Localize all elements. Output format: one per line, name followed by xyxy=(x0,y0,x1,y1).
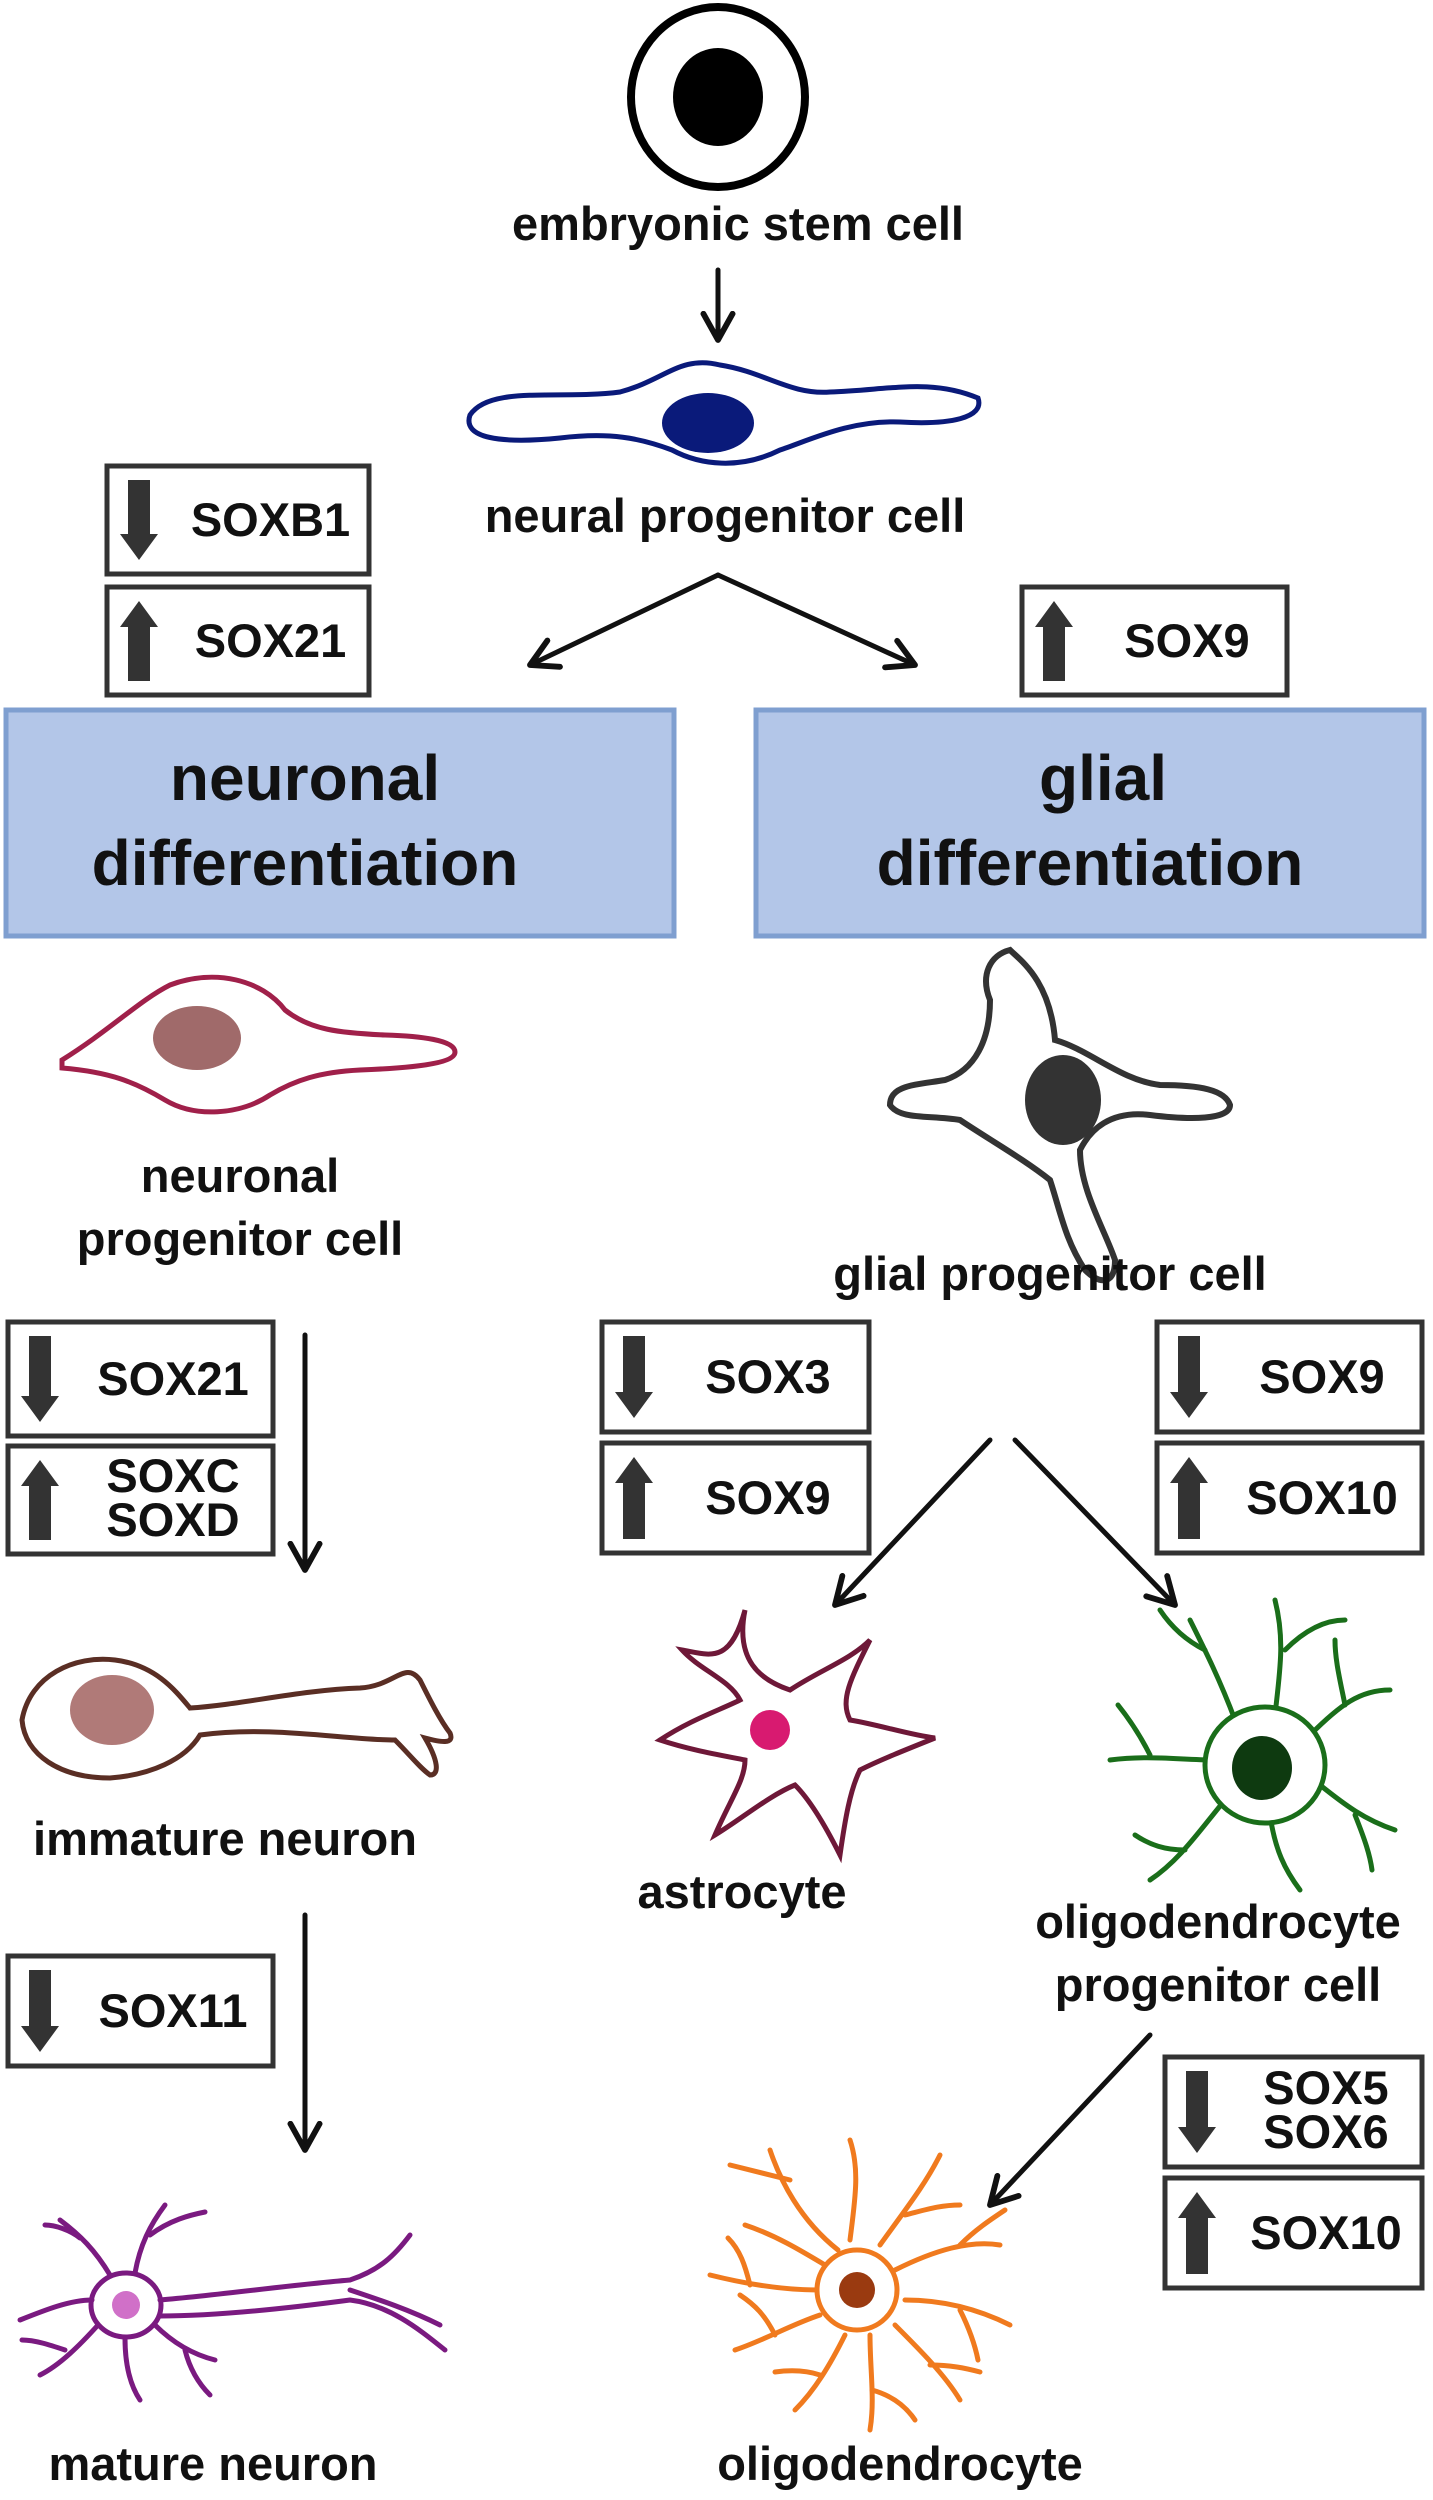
regulator-box-frame xyxy=(599,1440,872,1556)
regulator-box-frame xyxy=(5,1319,276,1439)
down-arrow-icon xyxy=(120,480,158,560)
arrow-to-glial xyxy=(715,572,918,671)
oligodendrocyte-progenitor-cell-body xyxy=(1202,1704,1328,1826)
regulator-box-frame xyxy=(599,1319,872,1435)
regulator-box-frame xyxy=(1019,584,1290,698)
regulator-box-sox10-oligo: SOX10 xyxy=(1162,2175,1425,2291)
oligodendrocyte-label: oligodendrocyte xyxy=(717,2437,1083,2490)
up-arrow-icon xyxy=(120,601,158,681)
glial-differentiation-line2: differentiation xyxy=(877,827,1304,899)
astrocyte-icon xyxy=(654,1609,936,1864)
regulator-box-soxc-soxd: SOXC SOXD xyxy=(5,1443,276,1557)
regulator-box-sox3: SOX3 xyxy=(599,1319,872,1435)
gene-label: SOX9 xyxy=(1124,614,1249,667)
opc-label-line2: progenitor cell xyxy=(1055,1958,1381,2011)
regulator-box-sox9-down: SOX9 xyxy=(1154,1319,1425,1435)
glial-progenitor-cell-icon xyxy=(886,946,1234,1284)
regulator-box-frame xyxy=(104,463,372,577)
neuronal-differentiation-line2: differentiation xyxy=(92,827,519,899)
up-arrow-icon xyxy=(615,1457,653,1539)
glial-differentiation-line1: glial xyxy=(1039,742,1167,814)
down-arrow-icon xyxy=(21,1970,59,2052)
gene-label: SOXB1 xyxy=(191,493,350,546)
regulator-box-frame xyxy=(104,584,372,698)
up-arrow-icon xyxy=(1178,2192,1216,2274)
oligodendrocyte-body xyxy=(814,2247,900,2333)
mature-neuron-nucleus xyxy=(112,2291,140,2319)
opc-label-line1: oligodendrocyte xyxy=(1035,1895,1401,1948)
astrocyte-label: astrocyte xyxy=(638,1865,847,1918)
oligodendrocyte-icon xyxy=(707,2137,1013,2433)
neuronal-progenitor-cell-icon xyxy=(59,974,458,1115)
gene-label-2: SOX6 xyxy=(1263,2105,1388,2158)
down-arrow-icon xyxy=(21,1336,59,1422)
immature-neuron-icon xyxy=(19,1656,454,1781)
arrow-to-astrocyte xyxy=(832,1437,993,1608)
regulator-box-sox21-down: SOX21 xyxy=(5,1319,276,1439)
gene-label: SOX10 xyxy=(1250,2206,1402,2259)
gene-label-1: SOXC xyxy=(106,1449,239,1502)
neural-progenitor-cell-label: neural progenitor cell xyxy=(485,489,966,542)
up-arrow-icon xyxy=(1170,1457,1208,1539)
regulator-box-sox9-astro: SOX9 xyxy=(599,1440,872,1556)
regulator-box-sox9-up: SOX9 xyxy=(1019,584,1290,698)
regulator-box-sox10-opc: SOX10 xyxy=(1154,1440,1425,1556)
regulator-box-frame xyxy=(1154,1319,1425,1435)
immature-neuron-label: immature neuron xyxy=(33,1812,417,1865)
regulator-box-sox5-sox6: SOX5 SOX6 xyxy=(1162,2054,1425,2170)
arrow-to-opc xyxy=(1012,1437,1178,1608)
neuronal-differentiation-line1: neuronal xyxy=(170,742,440,814)
gene-label-1: SOX5 xyxy=(1263,2061,1388,2114)
down-arrow-icon xyxy=(1178,2071,1216,2153)
neuronal-progenitor-cell-label-line1: neuronal xyxy=(141,1149,339,1202)
gene-label: SOX9 xyxy=(705,1471,830,1524)
gene-label-2: SOXD xyxy=(106,1493,239,1546)
up-arrow-icon xyxy=(21,1460,59,1540)
gene-label: SOX21 xyxy=(195,614,347,667)
neuronal-differentiation-box: neuronal differentiation xyxy=(3,707,677,939)
arrow-to-neuronal xyxy=(527,572,721,670)
mature-neuron-label: mature neuron xyxy=(48,2437,377,2490)
neural-progenitor-cell-icon xyxy=(466,360,982,466)
regulator-box-sox11: SOX11 xyxy=(5,1953,276,2069)
gene-label: SOX9 xyxy=(1259,1350,1384,1403)
regulator-box-sox21-up: SOX21 xyxy=(104,584,372,698)
oligodendrocyte-progenitor-cell-icon xyxy=(1107,1597,1398,1893)
flow-arrows xyxy=(287,267,1178,2208)
regulator-box-soxb1: SOXB1 xyxy=(104,463,372,577)
arrow-to-oligodendrocyte xyxy=(987,2032,1153,2208)
regulator-box-frame xyxy=(5,1953,276,2069)
embryonic-stem-cell-icon xyxy=(627,3,809,191)
glial-progenitor-cell-label: glial progenitor cell xyxy=(833,1247,1267,1300)
gene-label: SOX21 xyxy=(97,1352,249,1405)
regulator-box-frame xyxy=(5,1443,276,1557)
regulator-box-frame xyxy=(1154,1440,1425,1556)
neuronal-progenitor-cell-label-line2: progenitor cell xyxy=(77,1212,403,1265)
gene-label: SOX11 xyxy=(99,1984,248,2037)
gene-label: SOX10 xyxy=(1246,1471,1398,1524)
up-arrow-icon xyxy=(1035,601,1073,681)
down-arrow-icon xyxy=(615,1336,653,1418)
embryonic-stem-cell-label: embryonic stem cell xyxy=(512,197,964,250)
glial-differentiation-box: glial differentiation xyxy=(753,707,1427,939)
gene-label: SOX3 xyxy=(705,1350,830,1403)
mature-neuron-icon xyxy=(17,2202,448,2403)
down-arrow-icon xyxy=(1170,1336,1208,1418)
